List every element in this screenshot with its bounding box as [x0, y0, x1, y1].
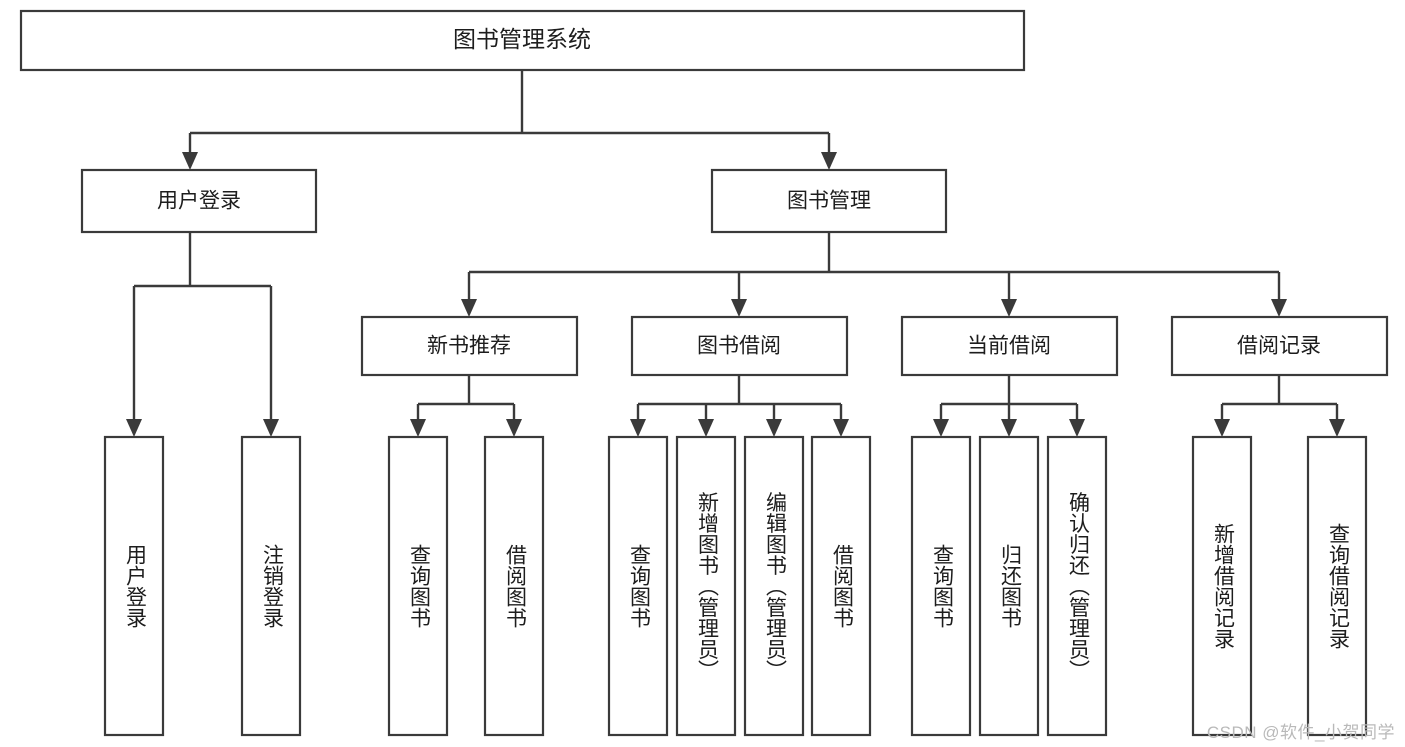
arrowhead-user-login [182, 152, 198, 170]
leaf-br-add-record-box [1191, 435, 1253, 737]
leaf-bb-edit-book-box [743, 435, 805, 737]
leaf-br-query-record-box [1306, 435, 1368, 737]
node-new-book-recommend[interactable]: 新书推荐 [360, 315, 579, 377]
arrowhead-leaf-user-login [126, 419, 142, 437]
leaf-bb-edit-book[interactable]: 编辑图书（管理员） [743, 435, 805, 737]
leaf-nb-borrow-book-label: 借阅图书 [503, 544, 527, 628]
leaf-br-add-record[interactable]: 新增借阅记录 [1191, 435, 1253, 737]
node-book-management-box [710, 168, 948, 234]
leaf-user-login-box [103, 435, 165, 737]
leaf-bb-add-book[interactable]: 新增图书（管理员） [675, 435, 737, 737]
leaf-cb-confirm-return[interactable]: 确认归还（管理员） [1046, 435, 1108, 737]
arrowhead-bb-leaf2 [698, 419, 714, 437]
node-user-login-box [80, 168, 318, 234]
arrowhead-cb-leaf1 [933, 419, 949, 437]
arrowhead-nb-leaf2 [506, 419, 522, 437]
leaf-user-login[interactable]: 用户登录 [103, 435, 165, 737]
leaf-br-query-record[interactable]: 查询借阅记录 [1306, 435, 1368, 737]
node-book-borrow-box [630, 315, 849, 377]
leaf-bb-borrow-book-box [810, 435, 872, 737]
arrowhead-borrow-record [1271, 299, 1287, 317]
leaf-nb-borrow-book[interactable]: 借阅图书 [483, 435, 545, 737]
leaf-bb-query-book[interactable]: 查询图书 [607, 435, 669, 737]
node-root-box [19, 9, 1026, 72]
node-new-book-recommend-label: 新书推荐 [427, 335, 511, 358]
leaf-cb-query-book-box [910, 435, 972, 737]
node-book-management-label: 图书管理 [787, 190, 871, 213]
leaf-bb-borrow-book-label: 借阅图书 [830, 544, 854, 628]
leaf-logout-box [240, 435, 302, 737]
arrowhead-bb-leaf3 [766, 419, 782, 437]
arrowhead-bb-leaf4 [833, 419, 849, 437]
leaf-bb-query-book-box [607, 435, 669, 737]
leaf-cb-return-book[interactable]: 归还图书 [978, 435, 1040, 737]
node-current-borrow[interactable]: 当前借阅 [900, 315, 1119, 377]
arrowhead-bb-leaf1 [630, 419, 646, 437]
leaf-logout[interactable]: 注销登录 [240, 435, 302, 737]
arrowhead-br-leaf1 [1214, 419, 1230, 437]
arrowhead-br-leaf2 [1329, 419, 1345, 437]
node-user-login-label: 用户登录 [157, 190, 241, 213]
leaf-bb-query-book-label: 查询图书 [627, 544, 651, 628]
leaf-user-login-label: 用户登录 [123, 544, 147, 628]
arrowhead-cb-leaf3 [1069, 419, 1085, 437]
arrowhead-current-borrow [1001, 299, 1017, 317]
arrowhead-book-mgmt [821, 152, 837, 170]
leaf-cb-confirm-return-label: 确认归还（管理员） [1066, 492, 1090, 681]
leaf-bb-add-book-box [675, 435, 737, 737]
arrowhead-leaf-logout [263, 419, 279, 437]
node-root-label: 图书管理系统 [453, 26, 591, 52]
node-user-login[interactable]: 用户登录 [80, 168, 318, 234]
node-borrow-record-label: 借阅记录 [1237, 335, 1321, 358]
arrowhead-new-book [461, 299, 477, 317]
node-new-book-recommend-box [360, 315, 579, 377]
connector-group [126, 70, 1345, 437]
leaf-nb-query-book-box [387, 435, 449, 737]
arrowhead-cb-leaf2 [1001, 419, 1017, 437]
node-book-borrow-label: 图书借阅 [697, 335, 781, 358]
arrowhead-nb-leaf1 [410, 419, 426, 437]
leaf-cb-query-book-label: 查询图书 [930, 544, 954, 628]
leaf-bb-edit-book-label: 编辑图书（管理员） [763, 492, 787, 681]
node-book-management[interactable]: 图书管理 [710, 168, 948, 234]
leaf-bb-borrow-book[interactable]: 借阅图书 [810, 435, 872, 737]
leaf-nb-query-book-label: 查询图书 [407, 544, 431, 628]
node-current-borrow-box [900, 315, 1119, 377]
node-book-borrow[interactable]: 图书借阅 [630, 315, 849, 377]
arrowhead-book-borrow [731, 299, 747, 317]
leaf-cb-confirm-return-box [1046, 435, 1108, 737]
node-borrow-record-box [1170, 315, 1389, 377]
node-current-borrow-label: 当前借阅 [967, 335, 1051, 358]
leaf-nb-query-book[interactable]: 查询图书 [387, 435, 449, 737]
leaf-br-query-record-label: 查询借阅记录 [1326, 523, 1350, 649]
node-root-system[interactable]: 图书管理系统 [19, 9, 1026, 72]
leaf-nb-borrow-book-box [483, 435, 545, 737]
leaf-cb-return-book-label: 归还图书 [998, 544, 1022, 628]
leaf-logout-label: 注销登录 [260, 544, 284, 628]
csdn-watermark: CSDN @软件_小贺同学 [1206, 723, 1395, 742]
leaf-cb-query-book[interactable]: 查询图书 [910, 435, 972, 737]
leaf-br-add-record-label: 新增借阅记录 [1211, 523, 1235, 649]
leaf-bb-add-book-label: 新增图书（管理员） [695, 492, 719, 681]
node-borrow-record[interactable]: 借阅记录 [1170, 315, 1389, 377]
leaf-cb-return-book-box [978, 435, 1040, 737]
